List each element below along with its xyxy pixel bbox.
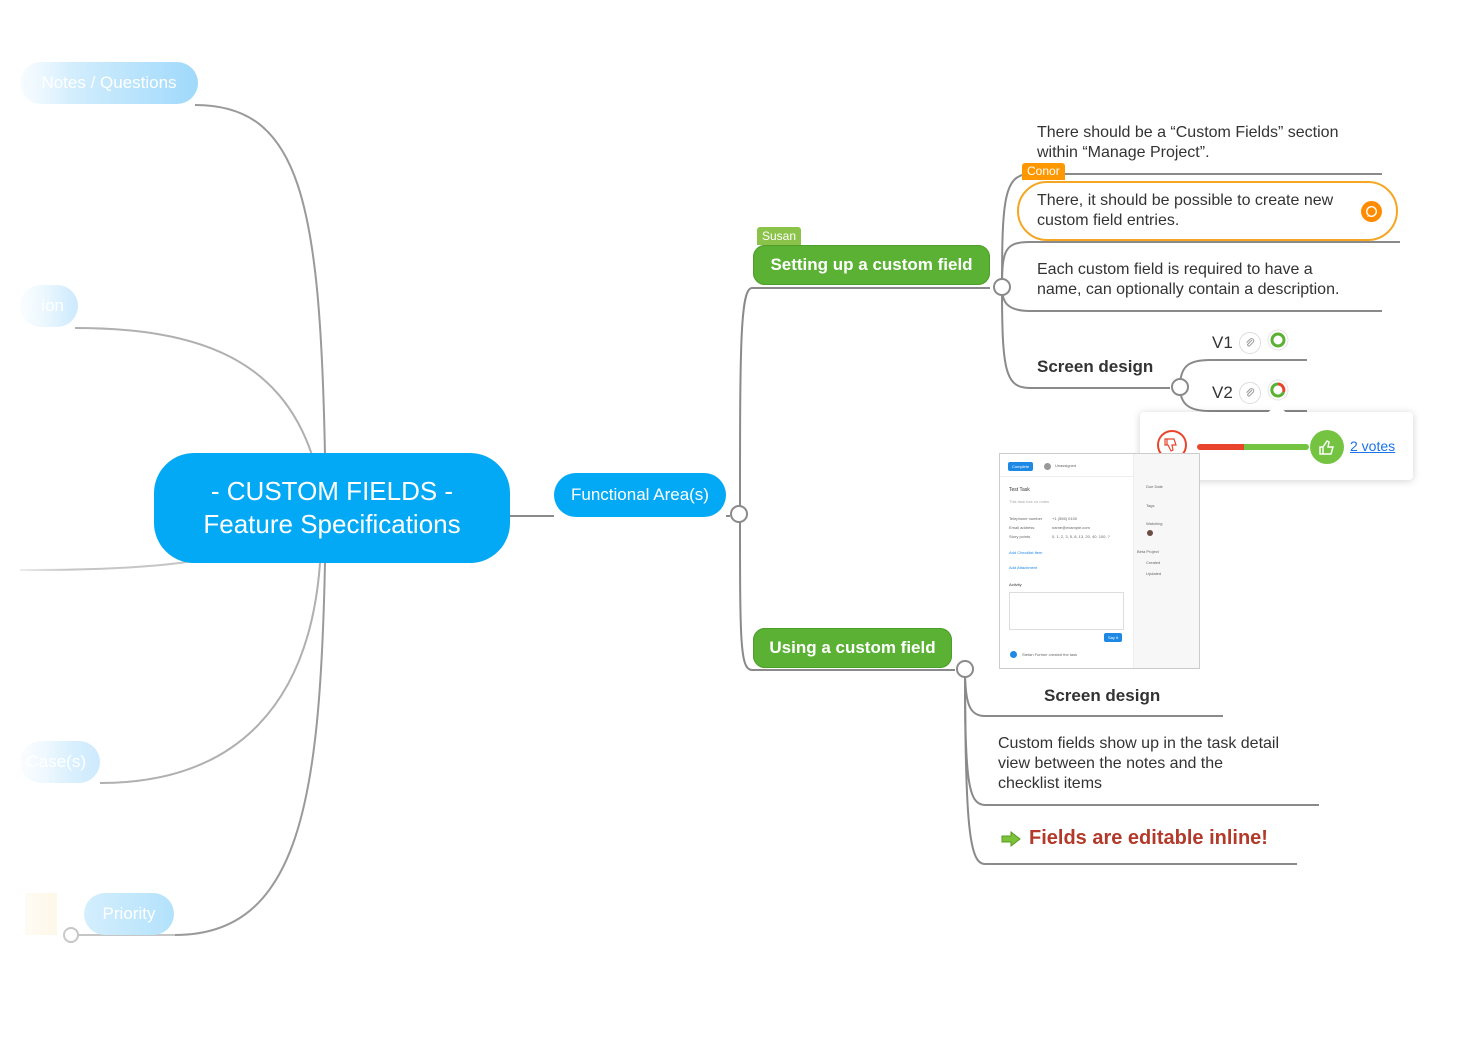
arrow-right-icon [1001, 830, 1021, 847]
comment-icon[interactable] [1361, 201, 1382, 222]
topic-v1[interactable]: V1 [1212, 329, 1289, 356]
owner-tag-conor: Conor [1022, 163, 1065, 180]
topic-using-custom-field[interactable]: Using a custom field [753, 628, 952, 668]
thumb-field-label: Story points [1009, 534, 1031, 539]
central-title-line1: - CUSTOM FIELDS - [210, 476, 454, 506]
thumb-add-attachment: Add Attachment [1009, 565, 1038, 570]
version-label: V1 [1212, 332, 1233, 352]
version-label: V2 [1212, 382, 1233, 402]
topic-priority[interactable]: Priority [84, 893, 174, 935]
thumb-field-label: Telephone number [1009, 516, 1043, 521]
thumb-side-created: Created [1146, 560, 1161, 565]
note-line: custom field entries. [1037, 212, 1180, 229]
central-topic[interactable]: - CUSTOM FIELDS - Feature Specifications [154, 453, 510, 563]
thumb-avatar-icon [1044, 463, 1051, 470]
thumb-activity: Activity [1009, 582, 1022, 587]
thumb-user-icon [1010, 651, 1017, 658]
thumb-field-value: name@example.com [1052, 525, 1090, 530]
fade-overlay [0, 0, 70, 1040]
thumb-comment-box [1009, 592, 1124, 630]
attachment-icon[interactable] [1238, 381, 1261, 404]
central-title-line2: Feature Specifications [203, 509, 461, 539]
topic-screen-design-2[interactable]: Screen design [1044, 686, 1161, 705]
topic-label: Priority [102, 904, 156, 923]
note-line: Custom fields show up in the task detail [998, 735, 1280, 752]
topic-setting-up[interactable]: Setting up a custom field [753, 245, 990, 285]
topic-v2[interactable]: V2 [1212, 379, 1289, 406]
note-name-description[interactable]: Each custom field is required to have a … [1037, 260, 1339, 300]
topic-label: Notes / Questions [41, 73, 177, 92]
thumbs-up-icon[interactable] [1310, 430, 1344, 464]
thumb-side-tags: Tags [1146, 503, 1155, 508]
topic-functional-areas[interactable]: Functional Area(s) [554, 473, 726, 517]
thumb-say-button: Say it [1104, 633, 1123, 642]
thumb-header [1000, 454, 1133, 477]
note-line: view between the notes and the [998, 755, 1224, 772]
thumb-side-due: Due Date [1146, 484, 1163, 489]
vote-ring-icon[interactable] [1267, 379, 1289, 406]
vote-bar-positive [1244, 444, 1309, 450]
vote-popup: 2 votes [1140, 403, 1413, 480]
thumb-watcher-avatar [1147, 530, 1153, 536]
thumb-side-project: Beta Project [1137, 549, 1159, 554]
thumb-field-label: Email address [1009, 525, 1035, 530]
note-line: checklist items [998, 775, 1103, 792]
thumb-side-updated: Updated [1146, 571, 1162, 576]
topic-label: Using a custom field [769, 638, 936, 657]
selected-topic-highlight[interactable] [1017, 181, 1398, 241]
vote-ring-icon[interactable] [1267, 329, 1289, 356]
owner-tag-susan: Susan [757, 227, 802, 245]
note-line: There should be a “Custom Fields” sectio… [1037, 124, 1339, 141]
vote-bar-negative [1197, 444, 1244, 450]
note-line: name, can optionally contain a descripti… [1037, 281, 1340, 298]
thumb-task-title: Test Task [1009, 487, 1030, 493]
thumb-side-watching: Watching [1146, 521, 1163, 526]
note-task-detail[interactable]: Custom fields show up in the task detail… [998, 734, 1279, 794]
thumb-sidebar [1133, 454, 1199, 668]
topic-label: Functional Area(s) [571, 485, 709, 504]
thumb-task-sub: This task has no notes [1009, 499, 1050, 504]
note-line: Each custom field is required to have a [1037, 261, 1313, 278]
thumb-field-value: +1 (555) 0100 [1052, 516, 1078, 521]
thumb-field-value: 0, 1, 2, 3, 5, 8, 13, 20, 40, 100, ? [1052, 534, 1110, 539]
note-line: There, it should be possible to create n… [1037, 192, 1334, 209]
note-create-entries[interactable]: There, it should be possible to create n… [1037, 191, 1333, 231]
votes-link[interactable]: 2 votes [1350, 438, 1396, 454]
screen-design-thumbnail[interactable]: Complete Unassigned Test Task This task … [999, 453, 1200, 669]
thumb-add-checklist: Add Checklist Item [1009, 550, 1043, 555]
attachment-icon[interactable] [1238, 331, 1261, 354]
thumb-activity-entry: Stefan Furtner created the task [1022, 652, 1078, 657]
topic-label: Fields are editable inline! [1029, 827, 1268, 849]
topic-screen-design[interactable]: Screen design [1037, 357, 1154, 376]
thumb-complete-button: Complete [1008, 462, 1034, 471]
note-custom-fields-section[interactable]: There should be a “Custom Fields” sectio… [1037, 123, 1338, 163]
thumb-unassigned: Unassigned [1055, 463, 1077, 468]
topic-editable-inline[interactable]: Fields are editable inline! [1001, 827, 1268, 850]
topic-label: Setting up a custom field [770, 255, 973, 274]
note-line: within “Manage Project”. [1037, 144, 1210, 161]
